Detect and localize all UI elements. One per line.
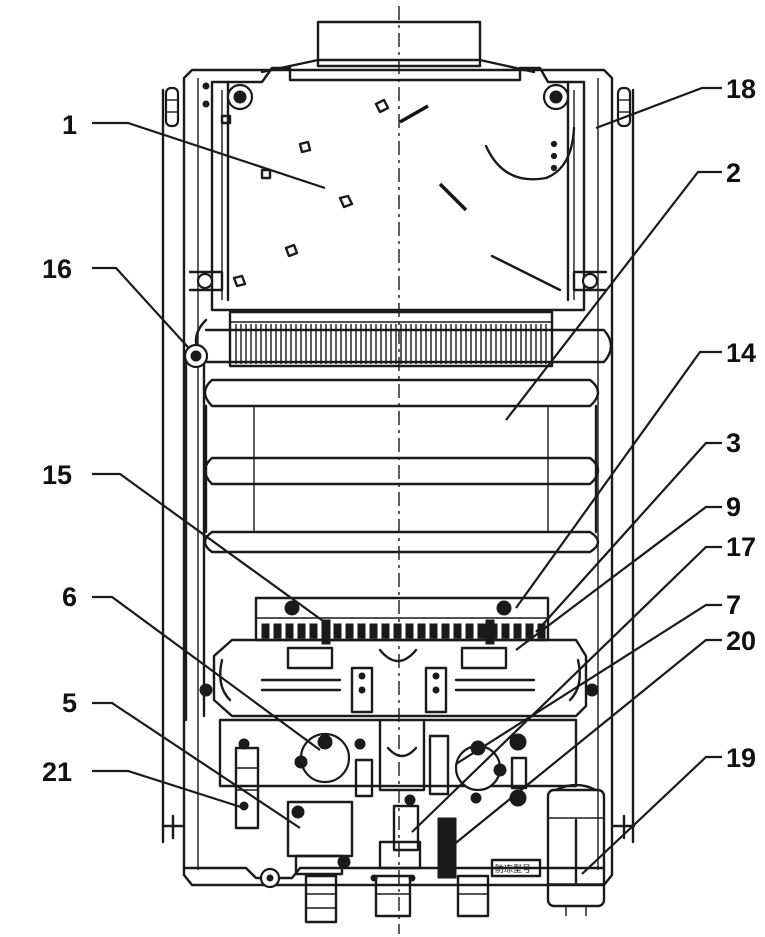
burner-tooth <box>285 623 294 639</box>
callout-9: 9 <box>726 492 741 522</box>
callout-21: 21 <box>42 757 72 787</box>
burner-tooth <box>309 623 318 639</box>
callout-2: 2 <box>726 158 741 188</box>
burner-tooth <box>345 623 354 639</box>
burner-tooth <box>513 623 522 639</box>
callout-numbers: 1 2 3 5 6 7 9 14 15 16 17 18 19 20 21 <box>42 74 756 787</box>
leader-lines <box>92 86 722 875</box>
flue-outlet <box>260 20 536 74</box>
burner-tooth <box>357 623 366 639</box>
burner-tooth <box>297 623 306 639</box>
burner-tooth <box>369 623 378 639</box>
callout-3: 3 <box>726 428 741 458</box>
burner-tooth <box>477 623 486 639</box>
burner-tooth <box>465 623 474 639</box>
burner-tooth <box>441 623 450 639</box>
bottom-fittings <box>182 783 606 924</box>
callout-18: 18 <box>726 74 756 104</box>
burner-tooth <box>273 623 282 639</box>
callout-19: 19 <box>726 743 756 773</box>
callout-17: 17 <box>726 532 756 562</box>
burner-tooth <box>381 623 390 639</box>
flue-hood <box>188 66 608 312</box>
callout-5: 5 <box>62 688 77 718</box>
callout-7: 7 <box>726 590 741 620</box>
burner-tooth <box>417 623 426 639</box>
burner-tooth <box>393 623 402 639</box>
burner-tooth <box>453 623 462 639</box>
heat-exchanger-fins <box>228 310 554 368</box>
burner-tooth <box>261 623 270 639</box>
callout-6: 6 <box>62 582 77 612</box>
burner-tooth <box>525 623 534 639</box>
callout-15: 15 <box>42 460 72 490</box>
callout-1: 1 <box>62 110 77 140</box>
callout-20: 20 <box>726 626 756 656</box>
burner-tooth <box>429 623 438 639</box>
valve-assembly: 防冻型号 <box>218 718 578 879</box>
burner-tooth <box>501 623 510 639</box>
mounting-rails <box>161 86 636 844</box>
burner-tooth <box>405 623 414 639</box>
burner-tooth <box>333 623 342 639</box>
callout-14: 14 <box>726 338 756 368</box>
callout-16: 16 <box>42 254 72 284</box>
